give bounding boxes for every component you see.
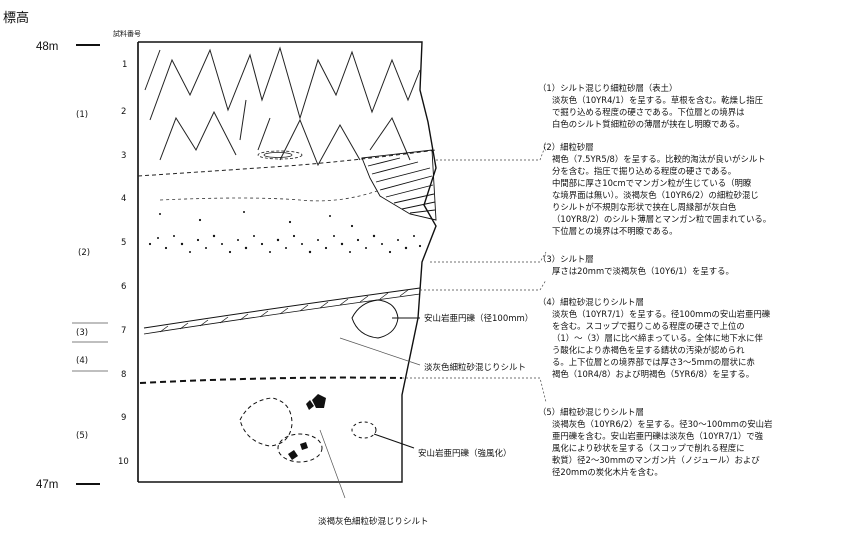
description-line: 白色のシルト質細粒砂の薄層が挟在し明瞭である。 — [552, 119, 745, 129]
description-line: で掘り込める程度の硬さである。下位層との境界は — [552, 107, 744, 117]
description-line: 下位層との境界は不明瞭である。 — [552, 226, 677, 236]
layer-markers: (1) (2) (3) (4) (5) — [76, 110, 90, 441]
sample-number: 6 — [121, 282, 126, 292]
connector-line — [436, 143, 547, 161]
layer-marker: (5) — [76, 431, 88, 441]
layer-marker: (3) — [76, 328, 88, 338]
connector-line — [402, 377, 547, 403]
leader-line — [319, 429, 346, 499]
description-2: （2）細粒砂層 褐色（7.5YR5/8）を呈する。比較的淘汰が良いがシルト 分を… — [538, 142, 771, 236]
description-title: （3）シルト層 — [538, 254, 594, 264]
description-line: 淡褐灰色（10YR6/2）を呈する。径30～100mmの安山岩 — [552, 419, 772, 429]
andesite-weathered-label: 安山岩亜円礫（強風化） — [418, 448, 512, 459]
sample-number: 9 — [121, 413, 126, 423]
sample-number: 3 — [121, 151, 126, 161]
layer-marker: (4) — [76, 356, 88, 366]
description-title: （1）シルト混じり細粒砂層（表土） — [538, 83, 677, 93]
manganese-fragment — [300, 442, 308, 450]
sample-number: 4 — [121, 194, 126, 204]
lens-inner — [263, 152, 293, 158]
internal-boundary — [159, 189, 381, 202]
manganese-fragment — [288, 450, 298, 460]
boundary-3-4 — [143, 293, 421, 335]
sample-number: 5 — [121, 238, 126, 248]
pale-fine-sand-silt-label: 淡灰色細粒砂混じりシルト — [424, 362, 526, 373]
weathered-gravel-outline — [277, 433, 323, 463]
description-5: （5）細粒砂混じりシルト層 淡褐灰色（10YR6/2）を呈する。径30～100m… — [538, 407, 772, 477]
andesite-gravel-label: 安山岩亜円礫（径100mm） — [424, 313, 533, 324]
description-line: 径20mmの炭化木片を含む。 — [552, 467, 663, 477]
description-line: 厚さは20mmで淡褐灰色（10Y6/1）を呈する。 — [552, 266, 734, 276]
description-line: 褐色（10R4/8）および明褐色（5YR6/8）を呈する。 — [552, 369, 754, 379]
description-line: る。上下位層との境界部では厚さ3～5mmの層状に赤 — [552, 357, 755, 367]
description-line: 褐色（7.5YR5/8）を呈する。比較的淘汰が良いがシルト — [552, 154, 766, 164]
weathered-gravel-outline — [239, 397, 293, 447]
leader-line — [339, 337, 421, 366]
layer-marker: (1) — [76, 110, 88, 120]
description-line: を含む。スコップで掘りこめる程度の硬さで上位の — [552, 321, 745, 331]
description-line: う酸化により赤褐色を呈する錆状の汚染が認められ — [552, 345, 745, 355]
description-title: （4）細粒砂混じりシルト層 — [538, 297, 644, 307]
sample-numbers: 1 2 3 4 5 6 7 8 9 10 — [118, 60, 129, 467]
description-1: （1）シルト混じり細粒砂層（表土） 淡灰色（10YR4/1）を呈する。草根を含む… — [538, 83, 763, 129]
description-line: 風化により砂状を呈する（スコップで削れる程度に — [552, 443, 744, 453]
layer-descriptions: （1）シルト混じり細粒砂層（表土） 淡灰色（10YR4/1）を呈する。草根を含む… — [538, 83, 772, 477]
manganese-dots — [148, 211, 422, 254]
bottom-caption: 淡褐灰色細粒砂混じりシルト — [318, 516, 429, 527]
description-title: （5）細粒砂混じりシルト層 — [538, 407, 644, 417]
description-line: 中間部に厚さ10cmでマンガン粒が生じている（明瞭 — [552, 178, 752, 188]
boundary-4-5 — [139, 376, 403, 384]
connector-line — [430, 251, 547, 263]
sample-number: 1 — [122, 60, 127, 70]
description-3: （3）シルト層 厚さは20mmで淡褐灰色（10Y6/1）を呈する。 — [538, 254, 734, 276]
description-line: りシルトが不規則な形状で挟在し周縁部が灰白色 — [552, 202, 737, 212]
sample-number: 2 — [121, 107, 126, 117]
description-line: 分を含む。指圧で掘り込める程度の硬さである。 — [552, 166, 736, 176]
elevation-top-label: 48m — [36, 41, 58, 53]
silt-layer-hatching — [159, 289, 409, 333]
sample-header: 試料番号 — [113, 29, 141, 38]
hatched-lens-outline — [361, 149, 437, 221]
manganese-fragment — [306, 400, 314, 410]
connector-line — [420, 279, 547, 291]
description-line: （10YR8/2）のシルト薄層とマンガン粒で囲まれている。 — [552, 214, 771, 224]
section-outline — [137, 41, 437, 483]
description-line: 軟質）径2～30mmのマンガン片（ノジュール）および — [552, 455, 760, 465]
description-line: 淡灰色（10YR4/1）を呈する。草根を含む。乾燥し指圧 — [552, 95, 763, 105]
layer-marker: (2) — [78, 248, 90, 258]
lens — [257, 150, 303, 160]
elevation-bottom-label: 47m — [36, 479, 58, 491]
boundary-1-2 — [137, 149, 437, 177]
sample-number: 10 — [118, 457, 129, 467]
sample-number: 8 — [121, 370, 126, 380]
sample-number: 7 — [121, 326, 126, 336]
description-4: （4）細粒砂混じりシルト層 淡灰色（10YR7/1）を呈する。径100mmの安山… — [538, 297, 771, 379]
weathered-gravel-outline — [351, 421, 377, 439]
boundary-2-3 — [143, 287, 421, 329]
leader-line — [373, 433, 415, 449]
andesite-gravel-outline — [351, 299, 399, 339]
manganese-fragment — [312, 394, 326, 408]
root-marks — [144, 46, 421, 167]
description-line: な境界面は無い）。淡褐灰色（10YR6/2）の細粒砂混じ — [552, 190, 759, 200]
hatched-lens-hatching — [367, 157, 436, 214]
description-line: 亜円礫を含む。安山岩亜円礫は淡灰色（10YR7/1）で強 — [552, 431, 764, 441]
elevation-title: 標高 — [3, 10, 29, 26]
description-line: 淡灰色（10YR7/1）を呈する。径100mmの安山岩亜円礫 — [552, 309, 771, 319]
description-line: （1）～（3）層に比べ締まっている。全体に地下水に伴 — [552, 333, 764, 343]
description-title: （2）細粒砂層 — [538, 142, 594, 152]
